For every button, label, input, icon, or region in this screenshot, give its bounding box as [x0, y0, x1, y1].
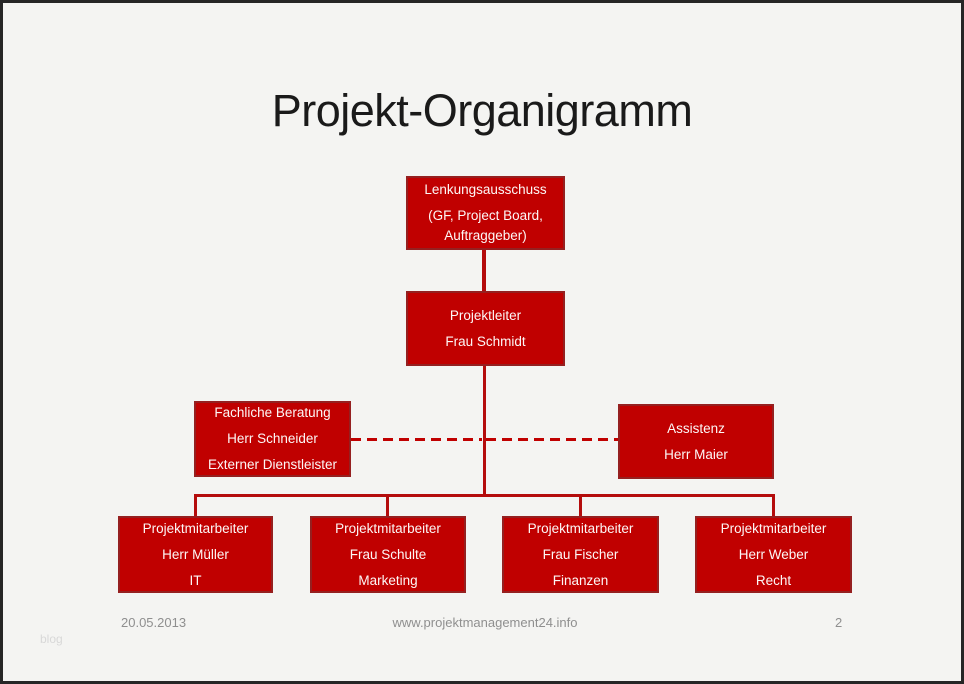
slide: Projekt-Organigramm Lenkungsausschuss (G… [3, 3, 961, 681]
connector-drop-recht [772, 494, 775, 516]
connector-dashed-assistenz [486, 438, 618, 441]
org-node-line: Lenkungsausschuss [424, 182, 547, 197]
connector-drop-finanzen [579, 494, 582, 516]
org-node-line: Frau Schulte [349, 546, 427, 562]
org-node-line: IT [189, 572, 202, 588]
org-node-line: Finanzen [552, 572, 609, 588]
org-node-line: Frau Fischer [542, 546, 619, 562]
slide-title: Projekt-Organigramm [271, 85, 693, 136]
watermark-blog: blog [40, 632, 63, 646]
org-node-projektleiter: Projektleiter Frau Schmidt [406, 291, 565, 366]
connector-dashed-beratung [351, 438, 482, 441]
org-node-projektmitarbeiter-recht: Projektmitarbeiter Herr Weber Recht [695, 516, 852, 593]
org-node-projektmitarbeiter-finanzen: Projektmitarbeiter Frau Fischer Finanzen [502, 516, 659, 593]
org-node-line: Marketing [358, 572, 418, 588]
org-node-assistenz: Assistenz Herr Maier [618, 404, 774, 479]
connector-horizontal-bar [194, 494, 775, 497]
org-node-line: Externer Dienstleister [207, 457, 338, 472]
org-node-line: Projektmitarbeiter [527, 520, 634, 536]
org-node-line: (GF, Project Board, Auftraggeber) [428, 208, 543, 243]
org-node-projektmitarbeiter-it: Projektmitarbeiter Herr Müller IT [118, 516, 273, 593]
connector-drop-marketing [386, 494, 389, 516]
footer-date: 20.05.2013 [121, 615, 187, 630]
org-node-line: Projektmitarbeiter [335, 520, 441, 536]
org-node-line: Herr Müller [162, 546, 229, 562]
org-node-fachliche-beratung: Fachliche Beratung Herr Schneider Extern… [194, 401, 351, 477]
org-node-line: Fachliche Beratung [214, 405, 331, 420]
org-node-line: Recht [755, 572, 792, 588]
connector-drop-it [194, 494, 197, 516]
org-node-line: Assistenz [667, 420, 725, 436]
org-node-line: Herr Maier [664, 446, 728, 462]
footer-url: www.projektmanagement24.info [392, 615, 578, 630]
org-node-line: Projektmitarbeiter [720, 520, 827, 536]
org-node-line: Projektleiter [449, 307, 522, 323]
org-node-line: Herr Weber [738, 546, 809, 562]
connector-lenkung-leiter [482, 250, 486, 291]
org-node-projektmitarbeiter-marketing: Projektmitarbeiter Frau Schulte Marketin… [310, 516, 466, 593]
org-node-lenkungsausschuss: Lenkungsausschuss (GF, Project Board, Au… [406, 176, 565, 250]
org-node-line: Herr Schneider [227, 431, 318, 446]
org-node-line: Projektmitarbeiter [142, 520, 249, 536]
connector-leiter-trunk [483, 366, 486, 497]
footer-page-number: 2 [835, 615, 843, 630]
org-node-line: Frau Schmidt [445, 333, 526, 349]
